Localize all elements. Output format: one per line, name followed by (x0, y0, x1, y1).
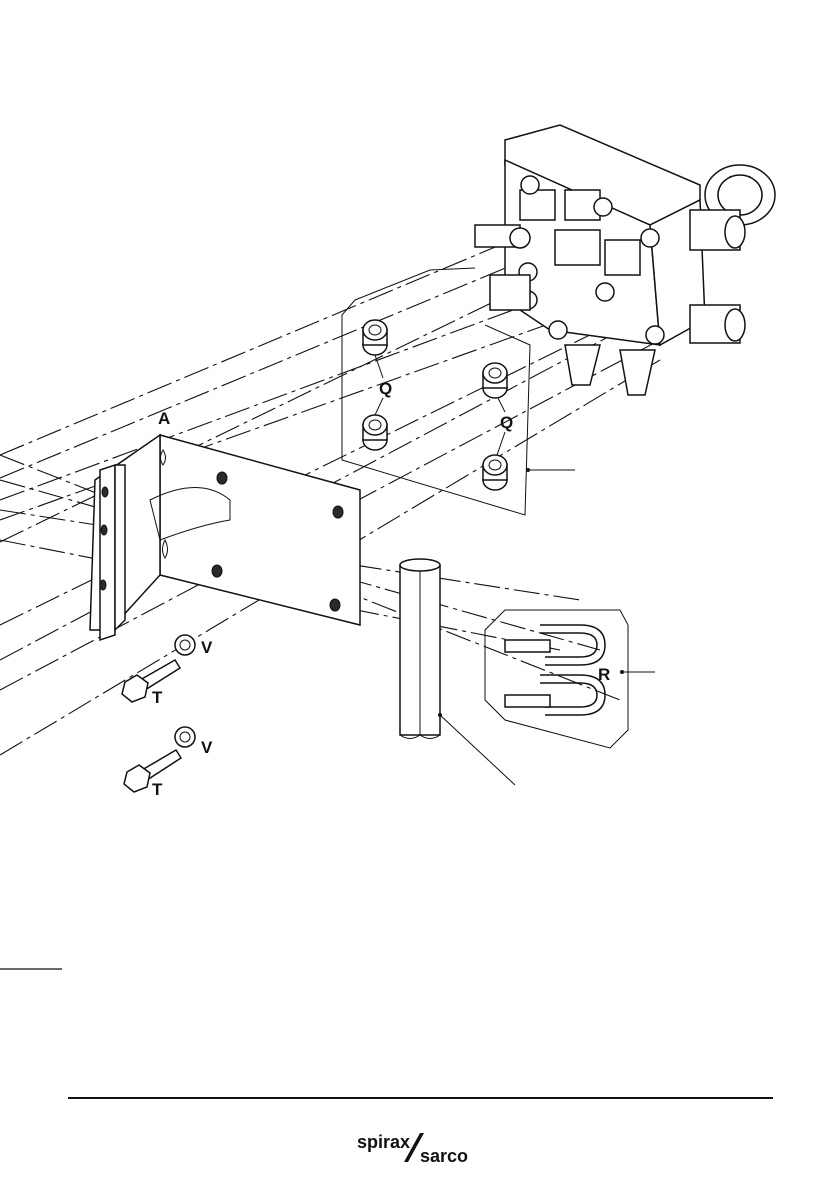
label-a: A (158, 409, 170, 428)
positioner-device (475, 125, 775, 395)
label-r: R (598, 665, 610, 684)
slot-4 (330, 599, 340, 611)
spirax-sarco-logo: spirax sarco (357, 1132, 468, 1166)
fastener-set-bottom: V T (124, 727, 213, 799)
logo-word-sarco: sarco (420, 1146, 468, 1166)
u-bolt-2 (505, 675, 605, 715)
fastener-set-top: V T (122, 635, 213, 707)
label-v-top: V (201, 638, 213, 657)
mounting-bracket: A (90, 409, 360, 640)
spacer-1 (363, 320, 387, 355)
washer-top (175, 635, 195, 655)
label-t-bottom: T (152, 780, 163, 799)
slot-2 (333, 506, 343, 518)
spacer-4 (483, 455, 507, 490)
spacer-2 (363, 415, 387, 450)
u-bolt-group-r: R (485, 610, 655, 748)
label-q-right: Q (500, 413, 513, 432)
slot-3 (212, 565, 222, 577)
pipe (400, 559, 515, 785)
spacer-3 (483, 363, 507, 398)
leader-dot (526, 468, 530, 472)
label-v-bottom: V (201, 738, 213, 757)
label-t-top: T (152, 688, 163, 707)
logo-word-spirax: spirax (357, 1132, 410, 1152)
u-bolt-1 (505, 625, 605, 665)
slot-1 (217, 472, 227, 484)
label-q-left: Q (379, 379, 392, 398)
washer-bottom (175, 727, 195, 747)
